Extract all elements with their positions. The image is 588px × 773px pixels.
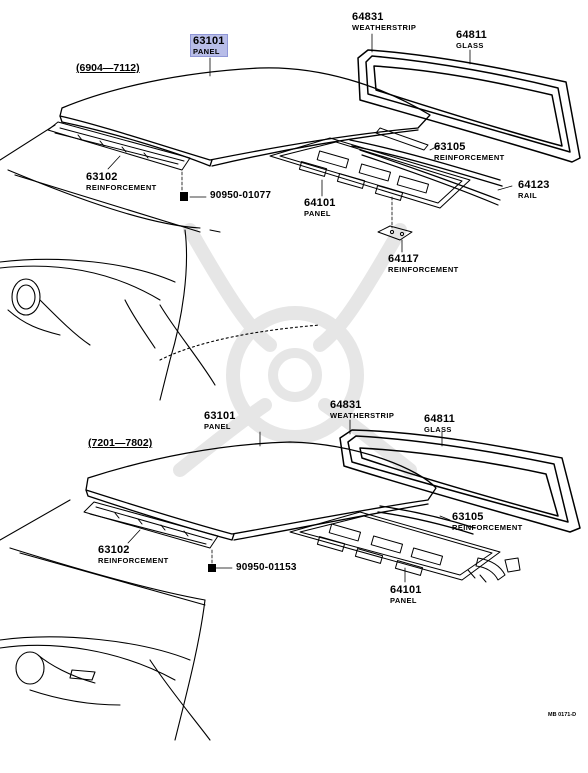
part-number: 64811 [424, 413, 455, 425]
part-name: RAIL [518, 191, 538, 200]
year-range-top: (6904—7112) [76, 62, 140, 74]
part-name: WEATHERSTRIP [330, 411, 395, 420]
car-body-bottom [0, 499, 211, 741]
part-name: GLASS [424, 425, 452, 434]
clip-top [180, 192, 188, 201]
part-name: PANEL [204, 422, 231, 431]
part-name: PANEL [193, 47, 220, 56]
part-name: REINFORCEMENT [434, 153, 505, 162]
part-label-64811-top[interactable]: 64811 GLASS [456, 30, 487, 50]
car-body-top [0, 124, 321, 401]
center-reinforcement-top [377, 225, 413, 241]
part-number: 64117 [388, 253, 419, 265]
part-number: 63101 [193, 35, 225, 47]
back-window-top [357, 49, 581, 163]
leader-lines-bottom [127, 419, 451, 583]
front-reinforcement-top [47, 121, 191, 171]
rear-panel-top [269, 127, 471, 209]
part-label-90950-bottom[interactable]: 90950-01153 [236, 563, 297, 573]
part-number: 64811 [456, 29, 487, 41]
part-label-64831-bottom[interactable]: 64831 WEATHERSTRIP [330, 400, 394, 420]
part-name: REINFORCEMENT [98, 556, 169, 565]
part-label-64811-bottom[interactable]: 64811 GLASS [424, 414, 455, 434]
highlighted-part: 63101 PANEL [190, 34, 228, 57]
watermark [173, 223, 417, 477]
clip-bottom [208, 564, 216, 572]
part-name: REINFORCEMENT [86, 183, 157, 192]
part-name: PANEL [390, 596, 417, 605]
part-number: 63105 [434, 141, 466, 153]
part-number: 64101 [390, 584, 422, 596]
part-name: GLASS [456, 41, 484, 50]
part-name: REINFORCEMENT [388, 265, 459, 274]
part-name: WEATHERSTRIP [352, 23, 417, 32]
part-label-64101-top[interactable]: 64101 PANEL [304, 198, 336, 218]
part-label-63101-bottom[interactable]: 63101 PANEL [204, 411, 236, 431]
diagram-code: MB 0171-D [548, 712, 577, 718]
part-label-64831-top[interactable]: 64831 WEATHERSTRIP [352, 12, 416, 32]
part-label-63102-bottom[interactable]: 63102 REINFORCEMENT [98, 545, 169, 565]
part-number: 64123 [518, 179, 550, 191]
part-name: PANEL [304, 209, 331, 218]
part-number: 63102 [86, 171, 118, 183]
part-label-63101-top[interactable]: 63101 PANEL [190, 34, 228, 57]
leader-lines-top [107, 33, 513, 253]
part-number: 64101 [304, 197, 336, 209]
part-number: 63101 [204, 410, 236, 422]
part-label-63105-bottom[interactable]: 63105 REINFORCEMENT [452, 512, 523, 532]
part-number: 63102 [98, 544, 130, 556]
part-label-64117-top[interactable]: 64117 REINFORCEMENT [388, 254, 459, 274]
part-label-90950-top[interactable]: 90950-01077 [210, 191, 271, 201]
year-range-bottom: (7201—7802) [88, 437, 153, 449]
front-reinforcement-bottom [83, 501, 219, 549]
part-label-64123-top[interactable]: 64123 RAIL [518, 180, 550, 200]
part-name: REINFORCEMENT [452, 523, 523, 532]
rear-panel-bottom [289, 511, 521, 583]
reinforcement-bottom-rear [377, 505, 476, 535]
part-number: 64831 [330, 399, 362, 411]
part-label-64101-bottom[interactable]: 64101 PANEL [390, 585, 422, 605]
part-label-63102-top[interactable]: 63102 REINFORCEMENT [86, 172, 157, 192]
part-label-63105-top[interactable]: 63105 REINFORCEMENT [434, 142, 505, 162]
roof-panel-bottom [85, 441, 437, 541]
part-number: 90950-01153 [236, 562, 297, 573]
part-number: 63105 [452, 511, 484, 523]
part-number: 90950-01077 [210, 190, 272, 201]
back-window-bottom [339, 429, 581, 533]
reinforcement-top-rear [349, 139, 503, 187]
part-number: 64831 [352, 11, 384, 23]
rail-top [359, 149, 501, 206]
